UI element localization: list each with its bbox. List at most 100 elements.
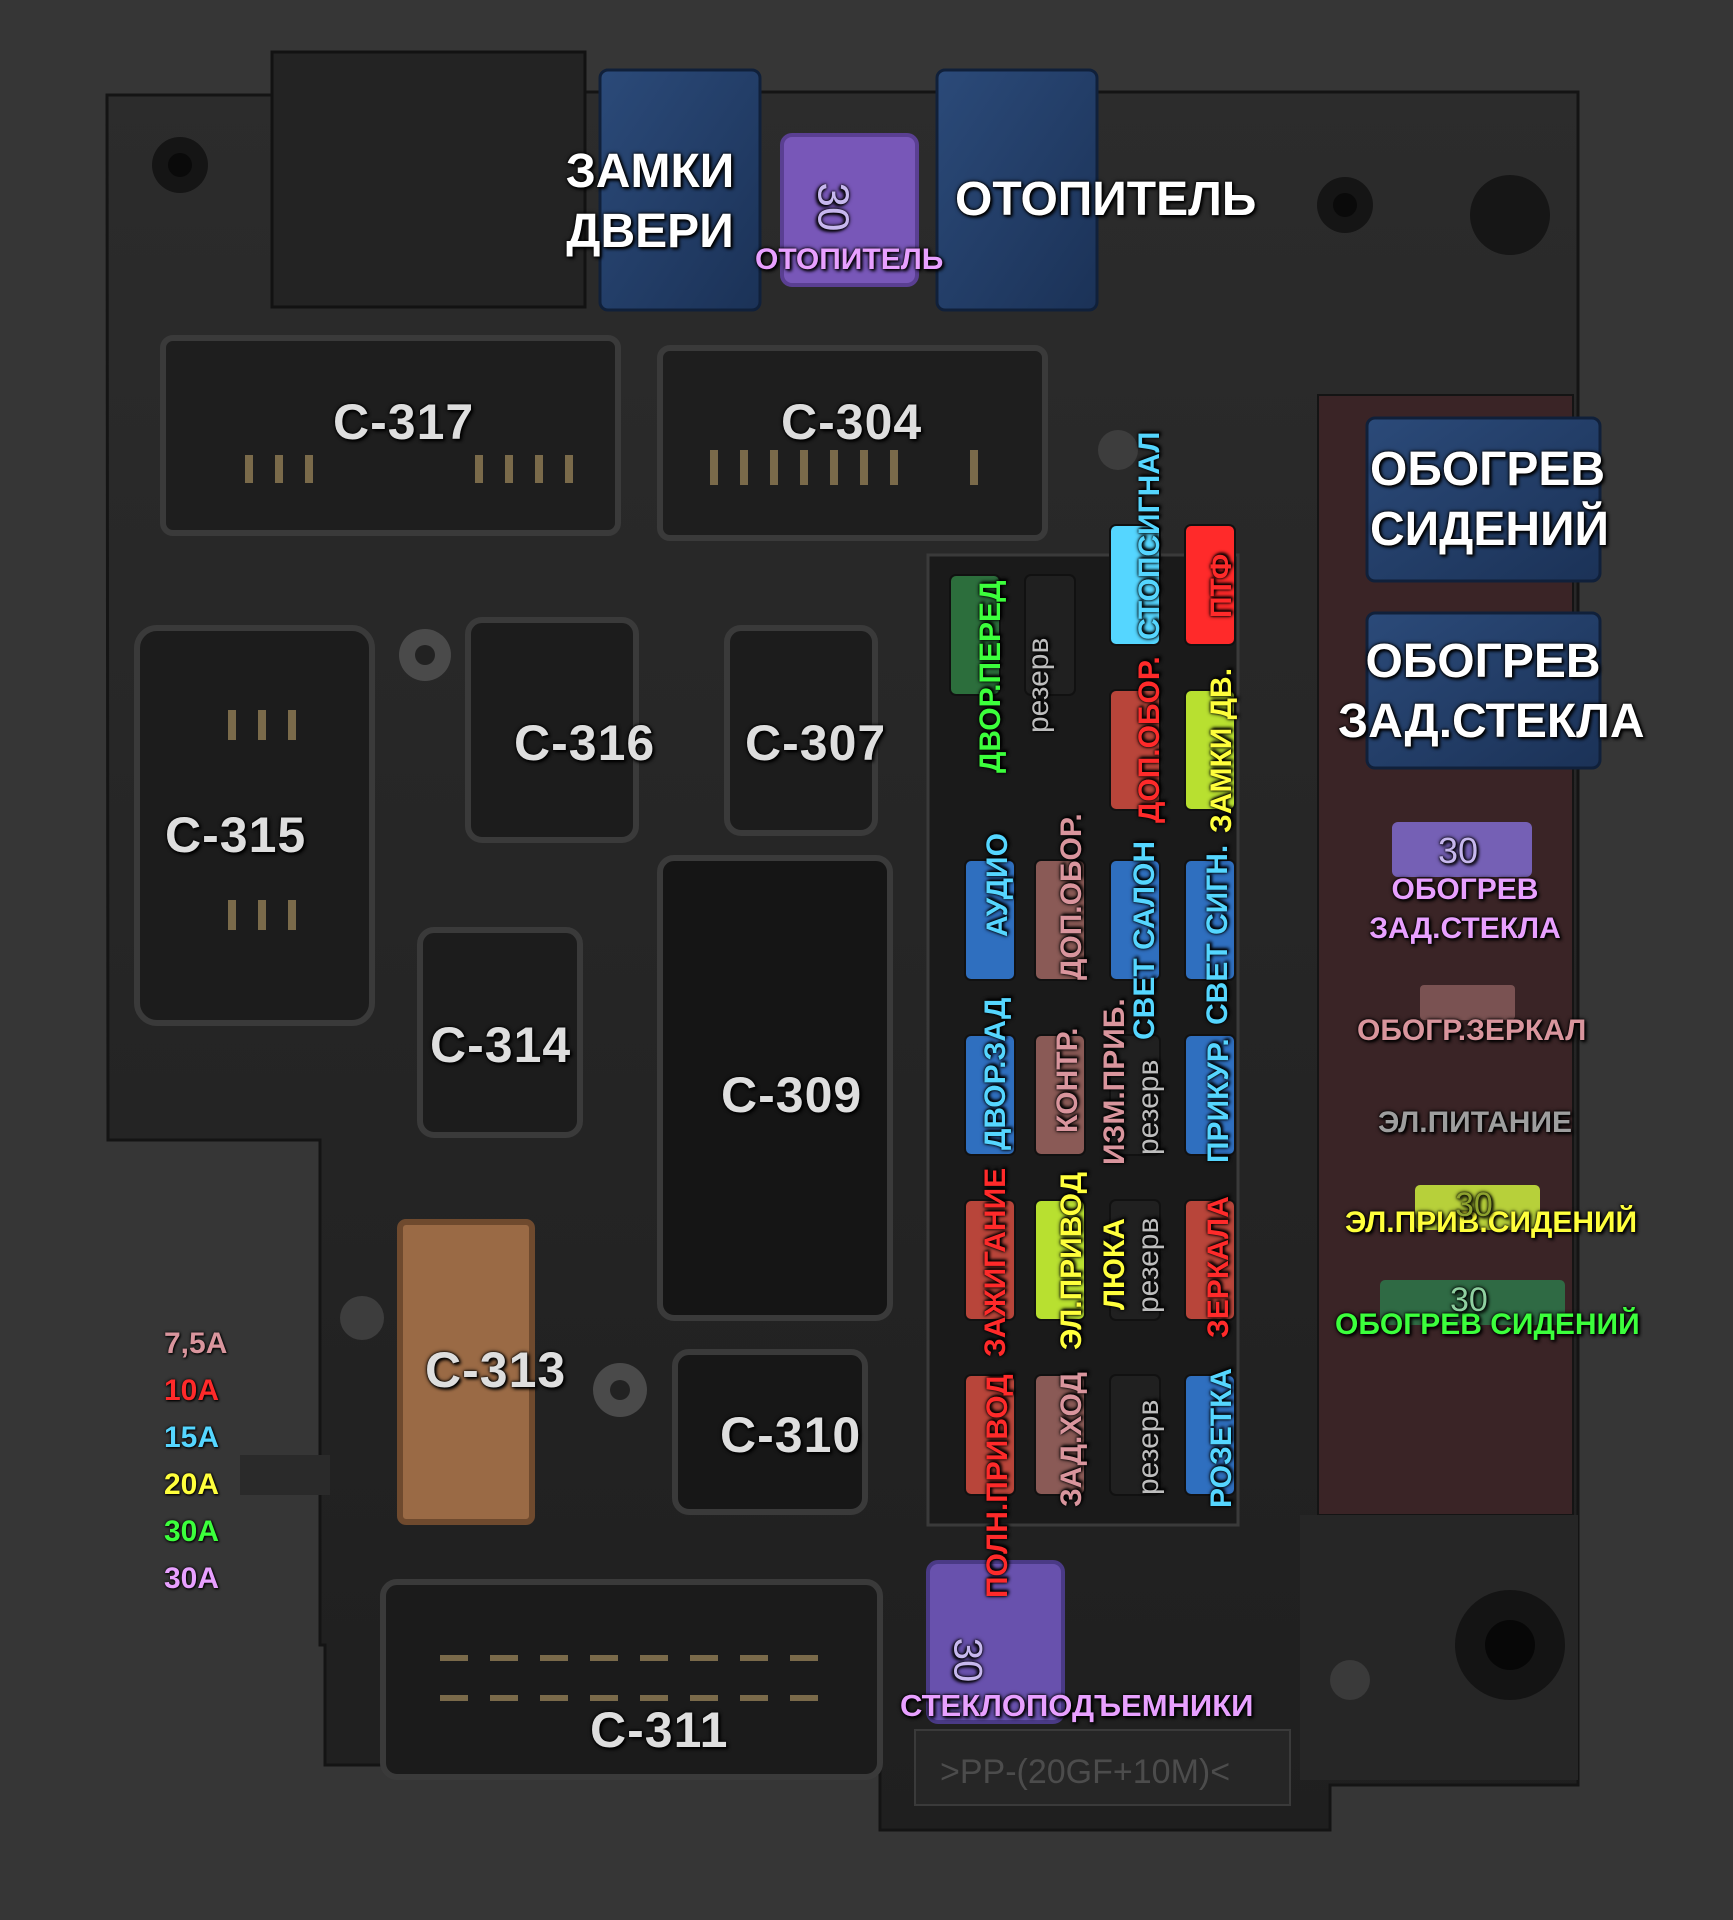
connector-c314: [417, 927, 583, 1138]
fuse-label-wiper-front: ДВОР.ПЕРЕД: [974, 580, 1007, 773]
fuse-seat-motor-30a: [1415, 1185, 1540, 1230]
fuse-seat-heat-30a: [1380, 1280, 1565, 1325]
connector-label-c307: C-307: [745, 715, 887, 771]
fuse-fog: [1184, 524, 1236, 646]
fuse-wiper-rear: [964, 1034, 1016, 1156]
fuse-label-power: ЭЛ.ПИТАНИЕ: [1378, 1106, 1573, 1139]
legend-20a: 20А: [164, 1468, 220, 1501]
fuse-label-sunroof: ЛЮКА: [1098, 1218, 1131, 1310]
relay-label-seat-heat: ОБОГРЕВ СИДЕНИЙ: [1370, 443, 1610, 556]
fuse-label-sunroof-drive: ЭЛ.ПРИВОД: [1055, 1172, 1088, 1350]
fuse-aux-1: [1109, 689, 1161, 811]
fuse-number-seat-motor: 30: [1455, 1186, 1493, 1224]
fuse-label-reserve-1: резерв: [1022, 637, 1055, 733]
connector-c304: [657, 345, 1048, 541]
fuse-reserve-3: [1109, 1199, 1161, 1321]
connector-label-c310: C-310: [720, 1407, 862, 1463]
fuse-label-control: КОНТР.: [1051, 1027, 1084, 1133]
relay-heater: [935, 68, 1099, 312]
fuse-cigar: [1184, 1034, 1236, 1156]
legend-30a-violet: 30А: [164, 1562, 220, 1595]
fuse-aux-2: [1034, 859, 1086, 981]
fuse-label-heater: ОТОПИТЕЛЬ: [755, 243, 944, 276]
fuse-label-rear-glass: ОБОГРЕВ ЗАД.СТЕКЛА: [1369, 873, 1561, 945]
fuse-label-reserve-2: резерв: [1132, 1059, 1165, 1155]
connector-c309: [657, 855, 893, 1321]
relay-rear-glass: [1365, 611, 1602, 770]
legend-30a-green: 30А: [164, 1515, 220, 1548]
relay-label-heater: ОТОПИТЕЛЬ: [955, 173, 1257, 226]
connector-label-c317: C-317: [333, 394, 475, 450]
connector-c315: [134, 625, 375, 1026]
fuse-mirror-heat: [1420, 985, 1515, 1020]
relay-seat-heat: [1365, 416, 1602, 583]
connector-c313: [397, 1219, 535, 1525]
fuse-sunroof: [1034, 1199, 1086, 1321]
fuse-audio: [964, 859, 1016, 981]
fuse-label-stop: СТОПСИГНАЛ: [1133, 431, 1166, 640]
connector-c307: [724, 625, 878, 836]
connector-c317: [160, 335, 621, 536]
connector-label-c316: C-316: [514, 715, 656, 771]
fuse-label-fog: ПТФ: [1205, 553, 1238, 618]
fuse-label-seat-heat: ОБОГРЕВ СИДЕНИЙ: [1335, 1308, 1640, 1341]
fuse-number-heater: 30: [808, 182, 858, 232]
fuse-label-door-locks: ЗАМКИ ДВ.: [1205, 667, 1238, 833]
legend-10a: 10А: [164, 1374, 220, 1407]
fuse-label-seat-motor: ЭЛ.ПРИВ.СИДЕНИЙ: [1345, 1206, 1638, 1239]
fuse-number-rear-glass: 30: [1438, 830, 1479, 871]
connector-label-c304: C-304: [781, 394, 923, 450]
fuse-label-mirrors: ЗЕРКАЛА: [1202, 1196, 1235, 1338]
fuse-label-aux-1: ДОП.ОБОР.: [1133, 656, 1166, 823]
connector-c310: [672, 1349, 868, 1515]
relay-label-door-locks: ЗАМКИ ДВЕРИ: [565, 145, 735, 258]
fuse-reverse: [1034, 1374, 1086, 1496]
fuse-label-windows: СТЕКЛОПОДЪЕМНИКИ: [900, 1688, 1254, 1723]
fuse-label-reserve-3: резерв: [1132, 1217, 1165, 1313]
fuse-label-awd: ПОЛН.ПРИВОД: [981, 1374, 1014, 1598]
fuse-awd: [964, 1374, 1016, 1496]
fuse-label-wiper-rear: ДВОР.ЗАД: [979, 997, 1012, 1150]
relay-label-rear-glass: ОБОГРЕВ ЗАД.СТЕКЛА: [1338, 635, 1645, 748]
fuse-label-aux-2: ДОП.ОБОР.: [1055, 813, 1088, 980]
relay-door-locks: [598, 68, 762, 312]
connector-label-c315: C-315: [165, 807, 307, 863]
connector-label-c314: C-314: [430, 1017, 572, 1073]
fuse-mirrors: [1184, 1199, 1236, 1321]
connector-label-c313: C-313: [425, 1342, 567, 1398]
fuse-label-reserve-4: резерв: [1132, 1399, 1165, 1495]
fuse-door-locks: [1184, 689, 1236, 811]
amperage-legend: 7,5А 10А 15А 20А 30А 30А: [164, 1320, 227, 1602]
fuse-ignition: [964, 1199, 1016, 1321]
bottom-marking: >PP-(20GF+10M)<: [940, 1753, 1230, 1791]
fuse-label-ignition: ЗАЖИГАНИЕ: [979, 1167, 1012, 1357]
connector-c311: [380, 1579, 883, 1780]
fuse-cabin-light: [1109, 859, 1161, 981]
legend-15a: 15А: [164, 1421, 220, 1454]
fuse-label-signal-light: СВЕТ СИГН.: [1201, 844, 1234, 1025]
fuse-stop: [1109, 524, 1161, 646]
fuse-socket: [1184, 1374, 1236, 1496]
fuse-windows-30a: [926, 1560, 1065, 1724]
fuse-label-cigar: ПРИКУР.: [1202, 1038, 1235, 1163]
fuse-label-mirror-heat: ОБОГР.ЗЕРКАЛ: [1357, 1014, 1587, 1047]
fuse-reserve-1: [1024, 574, 1076, 696]
fuse-control: [1034, 1034, 1086, 1156]
top-block: [270, 50, 587, 309]
fuse-rear-glass-30a: [1392, 822, 1532, 877]
fuse-label-meter: ИЗМ.ПРИБ.: [1098, 998, 1131, 1165]
connector-label-c311: C-311: [590, 1702, 729, 1758]
connector-c316: [465, 617, 639, 843]
fuse-label-cabin-light: СВЕТ САЛОН: [1128, 841, 1161, 1040]
fuse-number-seat-heat: 30: [1450, 1281, 1488, 1319]
fuse-wiper-front: [949, 574, 1001, 696]
fuse-label-socket: РОЗЕТКА: [1205, 1367, 1238, 1508]
connector-label-c309: C-309: [721, 1067, 863, 1123]
mini-fuses: [949, 524, 1236, 1496]
fuse-heater-30a: [780, 133, 919, 287]
fuse-reserve-2: [1109, 1034, 1161, 1156]
fuse-signal-light: [1184, 859, 1236, 981]
legend-7-5a: 7,5А: [164, 1327, 228, 1360]
fuse-reserve-4: [1109, 1374, 1161, 1496]
